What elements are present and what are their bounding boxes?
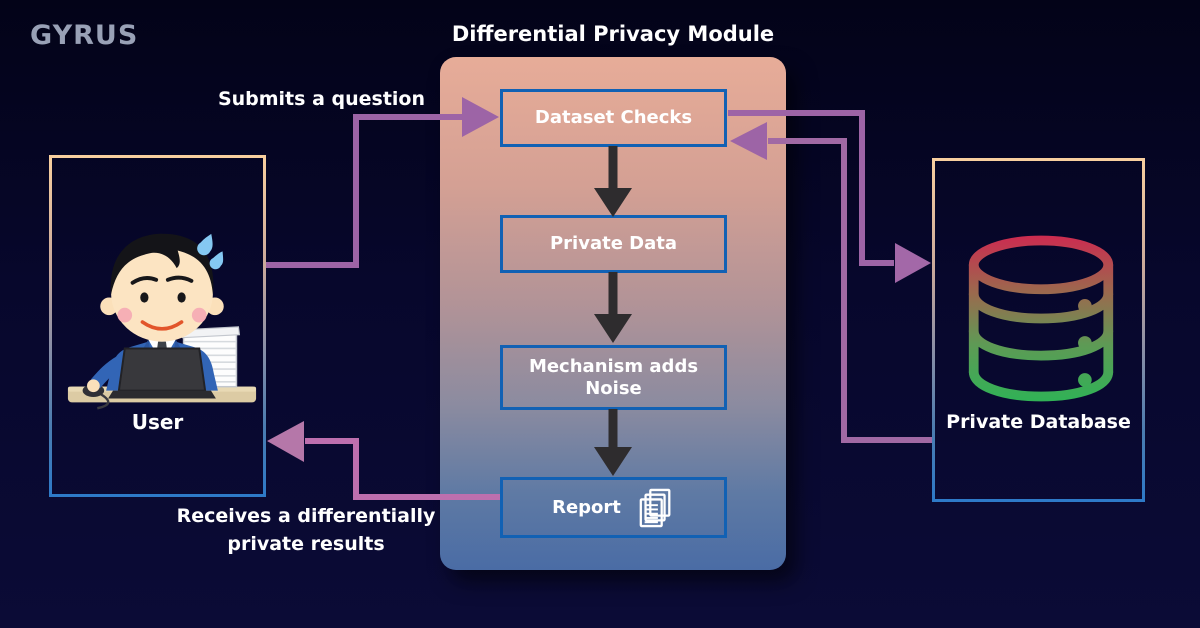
user-illustration-icon xyxy=(67,233,257,410)
step-mechanism-adds-noise: Mechanism adds Noise xyxy=(500,345,727,410)
step-dataset-checks-label: Dataset Checks xyxy=(534,107,693,129)
database-icon xyxy=(968,235,1114,402)
step-report-label: Report xyxy=(552,496,621,518)
step-report: Report xyxy=(500,477,727,538)
receive-results-text: Receives a differentially private result… xyxy=(170,503,442,558)
receive-results-line1: Receives a differentially xyxy=(176,505,436,527)
step-private-data-label: Private Data xyxy=(549,233,678,255)
database-label: Private Database xyxy=(946,411,1131,433)
gyrus-logo: GYRUS xyxy=(30,20,139,51)
user-panel: User xyxy=(49,155,266,497)
report-pages-icon xyxy=(639,488,671,527)
database-panel: Private Database xyxy=(932,158,1145,502)
page-title: Differential Privacy Module xyxy=(451,22,775,46)
step-dataset-checks: Dataset Checks xyxy=(500,89,727,147)
arrow-left-icon xyxy=(267,421,304,462)
submit-question-text: Submits a question xyxy=(217,88,425,110)
differential-privacy-module-panel: Dataset Checks Private Data Mechanism ad… xyxy=(440,57,786,570)
arrow-right-icon xyxy=(895,243,931,283)
step-mechanism-adds-noise-label: Mechanism adds Noise xyxy=(528,355,699,399)
step-private-data: Private Data xyxy=(500,215,727,273)
receive-results-line2: private results xyxy=(227,532,385,555)
sweat-drops-icon xyxy=(197,233,224,270)
user-label: User xyxy=(131,410,184,434)
laptop-icon xyxy=(108,347,216,399)
